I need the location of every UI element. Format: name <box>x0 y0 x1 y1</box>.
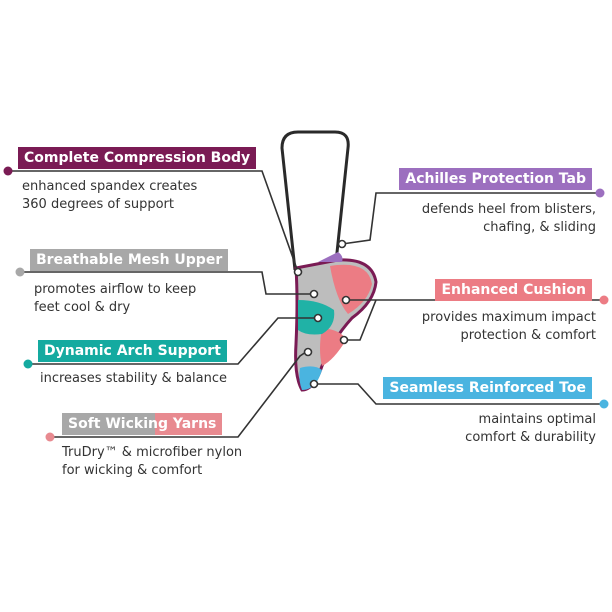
desc-line: protection & comfort <box>460 328 596 343</box>
label-achilles-tab: Achilles Protection Tab <box>399 168 592 190</box>
sock-leg-outline <box>280 130 350 271</box>
connector-compression-body <box>8 170 299 273</box>
desc-line: increases stability & balance <box>40 371 227 386</box>
dot-compression-start <box>3 166 13 176</box>
label-mesh-upper: Breathable Mesh Upper <box>30 249 229 271</box>
dot-cushion-lower-end <box>339 335 349 345</box>
desc-line: defends heel from blisters, <box>421 202 596 217</box>
desc-wicking-yarns: TruDry™ & microfiber nylon for wicking &… <box>62 444 242 480</box>
dot-mesh-start <box>15 267 25 277</box>
connector-lines <box>8 170 604 438</box>
connector-reinforced-toe <box>314 383 604 405</box>
desc-line: enhanced spandex creates <box>22 179 198 194</box>
dot-arch-start <box>23 359 33 369</box>
label-arch-support: Dynamic Arch Support <box>38 340 227 362</box>
dot-cushion-end <box>341 295 351 305</box>
label-enhanced-cushion: Enhanced Cushion <box>435 279 592 301</box>
dot-cushion-start <box>599 295 609 305</box>
desc-line: comfort & durability <box>465 430 596 445</box>
dot-arch-end <box>313 313 323 323</box>
connector-dots <box>293 239 351 389</box>
dot-compression-end <box>293 267 303 277</box>
sock-cushion-zone <box>330 264 372 314</box>
desc-enhanced-cushion: provides maximum impact protection & com… <box>422 309 596 345</box>
connector-arch-support <box>28 317 318 365</box>
desc-arch-support: increases stability & balance <box>40 370 227 388</box>
desc-line: for wicking & comfort <box>62 463 203 478</box>
connector-achilles-tab <box>341 192 600 245</box>
label-reinforced-toe: Seamless Reinforced Toe <box>383 377 592 399</box>
dot-mesh-end <box>309 289 319 299</box>
label-end-dots <box>3 166 609 442</box>
desc-compression-body: enhanced spandex creates 360 degrees of … <box>22 178 197 214</box>
desc-line: provides maximum impact <box>421 310 596 325</box>
dot-toe-start <box>599 399 609 409</box>
desc-line: chafing, & sliding <box>483 220 596 235</box>
dot-achilles-end <box>337 239 347 249</box>
sock-toe-zone <box>299 366 322 390</box>
dot-toe-end <box>309 379 319 389</box>
sock-pink-lower <box>320 328 346 366</box>
connector-wicking-yarns <box>50 351 307 438</box>
desc-line: feet cool & dry <box>34 300 131 315</box>
dot-wicking-end <box>303 347 313 357</box>
label-wicking-yarns: Soft Wicking Yarns <box>62 413 223 435</box>
desc-line: maintains optimal <box>478 412 596 427</box>
desc-mesh-upper: promotes airflow to keep feet cool & dry <box>34 281 196 317</box>
desc-line: promotes airflow to keep <box>34 282 197 297</box>
dot-achilles-start <box>595 188 605 198</box>
desc-achilles-tab: defends heel from blisters, chafing, & s… <box>422 201 596 237</box>
desc-reinforced-toe: maintains optimal comfort & durability <box>465 411 596 447</box>
dot-wicking-start <box>45 432 55 442</box>
sock-achilles-tab <box>318 252 343 262</box>
label-compression-body: Complete Compression Body <box>18 147 257 169</box>
connector-mesh-upper <box>20 271 314 295</box>
desc-line: 360 degrees of support <box>22 197 174 212</box>
desc-line: TruDry™ & microfiber nylon <box>62 445 243 460</box>
connector-cushion-lower <box>346 299 377 341</box>
